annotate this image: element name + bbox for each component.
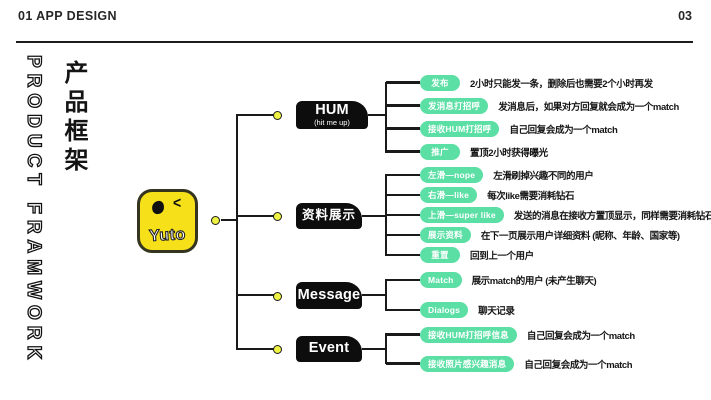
feature-description: 自己回复会成为一个match xyxy=(526,330,635,342)
feature-node-label: Event xyxy=(308,340,350,357)
feature-tag: 接收HUM打招呼信息 xyxy=(420,326,517,343)
node-connector-line xyxy=(362,294,386,297)
branch-connector-dot xyxy=(273,212,282,221)
feature-description: 每次like需要消耗钻石 xyxy=(487,191,575,202)
trunk-line xyxy=(236,114,239,350)
feature-rows: Match 展示match的用户 (未产生聊天) Dialogs 聊天记录 xyxy=(386,265,597,325)
feature-description: 左滑刷掉兴趣不同的用户 xyxy=(493,171,594,182)
row-connector-line xyxy=(386,308,420,312)
feature-row: 右滑—like 每次like需要消耗钻石 xyxy=(386,185,711,205)
branch-feeder-line xyxy=(237,348,276,351)
row-connector-line xyxy=(386,278,420,282)
row-connector-line xyxy=(386,173,420,177)
node-connector-line xyxy=(362,348,386,351)
bracket-line xyxy=(385,174,388,256)
row-connector-line xyxy=(386,193,420,197)
feature-row: Dialogs 聊天记录 xyxy=(386,295,596,325)
branch-connector-dot xyxy=(273,292,282,301)
feature-row: 接收照片感兴趣消息 自己回复会成为一个match xyxy=(386,349,635,378)
feature-row: 推广 置顶2小时获得曝光 xyxy=(386,140,679,163)
feature-row: 展示资料 在下一页展示用户详细资料 (昵称、年龄、国家等) xyxy=(386,225,711,245)
branch-connector-dot xyxy=(273,111,282,120)
feature-description: 发送的消息在接收方置顶显示，同样需要消耗钻石 xyxy=(513,211,711,222)
root-connector-dot xyxy=(211,216,220,225)
feature-tag: 展示资料 xyxy=(420,227,471,243)
branch-feeder-line xyxy=(237,215,276,218)
feature-row: 上滑—super like 发送的消息在接收方置顶显示，同样需要消耗钻石 xyxy=(386,205,711,225)
feature-row: 发布 2小时只能发一条，删除后也需要2个小时再发 xyxy=(386,71,679,94)
feature-row: 发消息打招呼 发消息后，如果对方回复就会成为一个match xyxy=(386,94,679,117)
node-connector-line xyxy=(362,215,386,218)
root-connector-line xyxy=(221,219,237,222)
feature-description: 2小时只能发一条，删除后也需要2个小时再发 xyxy=(470,78,653,90)
feature-node-label: HUM xyxy=(315,101,349,118)
row-connector-line xyxy=(386,104,420,107)
feature-tag: 发布 xyxy=(420,74,460,91)
page-title-cn: 产品框架 xyxy=(60,60,87,176)
branch-feeder-line xyxy=(237,294,276,297)
feature-node: 资料展示 xyxy=(296,203,362,229)
feature-row: 接收HUM打招呼信息 自己回复会成为一个match xyxy=(386,320,635,349)
feature-node: Message xyxy=(296,282,362,309)
feature-row: 重置 回到上一个用户 xyxy=(386,245,711,265)
row-connector-line xyxy=(386,127,420,130)
feature-tag: Dialogs xyxy=(420,302,469,318)
bracket-line xyxy=(385,279,388,311)
feature-node-label: Message xyxy=(297,286,361,303)
node-connector-line xyxy=(368,114,386,117)
app-name: Yuto xyxy=(148,226,187,246)
feature-rows: 发布 2小时只能发一条，删除后也需要2个小时再发 发消息打招呼 发消息后，如果对… xyxy=(386,71,679,163)
feature-description: 在下一页展示用户详细资料 (昵称、年龄、国家等) xyxy=(480,231,680,242)
feature-description: 发消息后，如果对方回复就会成为一个match xyxy=(498,101,679,113)
feature-description: 展示match的用户 (未产生聊天) xyxy=(471,276,597,287)
row-connector-line xyxy=(386,253,420,257)
row-connector-line xyxy=(386,81,420,84)
wink-eye-icon: < xyxy=(173,192,182,212)
row-connector-line xyxy=(386,233,420,237)
feature-row: 左滑—nope 左滑刷掉兴趣不同的用户 xyxy=(386,165,711,185)
bracket-line xyxy=(385,333,388,364)
feature-description: 聊天记录 xyxy=(478,306,515,317)
page-title-en: PRODUCT FRAMWORK xyxy=(22,54,44,366)
feature-tag: 推广 xyxy=(420,143,460,160)
feature-row: Match 展示match的用户 (未产生聊天) xyxy=(386,265,597,295)
row-connector-line xyxy=(386,362,420,365)
feature-tag: Match xyxy=(420,272,462,288)
app-logo: < Yuto xyxy=(137,189,198,253)
row-connector-line xyxy=(386,150,420,153)
feature-description: 置顶2小时获得曝光 xyxy=(470,147,548,159)
feature-description: 回到上一个用户 xyxy=(470,251,534,262)
branch-connector-dot xyxy=(273,345,282,354)
row-connector-line xyxy=(386,333,420,336)
feature-tag: 右滑—like xyxy=(420,187,478,203)
feature-tag: 接收HUM打招呼 xyxy=(420,120,500,137)
eye-icon xyxy=(151,200,165,215)
feature-tag: 上滑—super like xyxy=(420,207,504,223)
feature-tag: 重置 xyxy=(420,247,460,263)
feature-row: 接收HUM打招呼 自己回复会成为一个match xyxy=(386,117,679,140)
feature-node: Event xyxy=(296,336,362,362)
feature-tag: 发消息打招呼 xyxy=(420,97,489,114)
branch-feeder-line xyxy=(237,114,276,117)
page-number: 03 xyxy=(678,9,692,23)
feature-node-sublabel: (hit me up) xyxy=(314,118,350,128)
feature-rows: 左滑—nope 左滑刷掉兴趣不同的用户 右滑—like 每次like需要消耗钻石… xyxy=(386,165,711,265)
feature-rows: 接收HUM打招呼信息 自己回复会成为一个match 接收照片感兴趣消息 自己回复… xyxy=(386,320,635,378)
feature-tag: 左滑—nope xyxy=(420,167,484,183)
bracket-line xyxy=(385,82,388,153)
feature-node: HUM (hit me up) xyxy=(296,101,368,129)
feature-node-label: 资料展示 xyxy=(301,208,356,223)
row-connector-line xyxy=(386,213,420,217)
feature-description: 自己回复会成为一个match xyxy=(524,359,633,371)
feature-description: 自己回复会成为一个match xyxy=(509,124,618,136)
header-divider xyxy=(16,41,693,44)
section-label: 01 APP DESIGN xyxy=(18,9,117,23)
feature-tag: 接收照片感兴趣消息 xyxy=(420,355,515,372)
